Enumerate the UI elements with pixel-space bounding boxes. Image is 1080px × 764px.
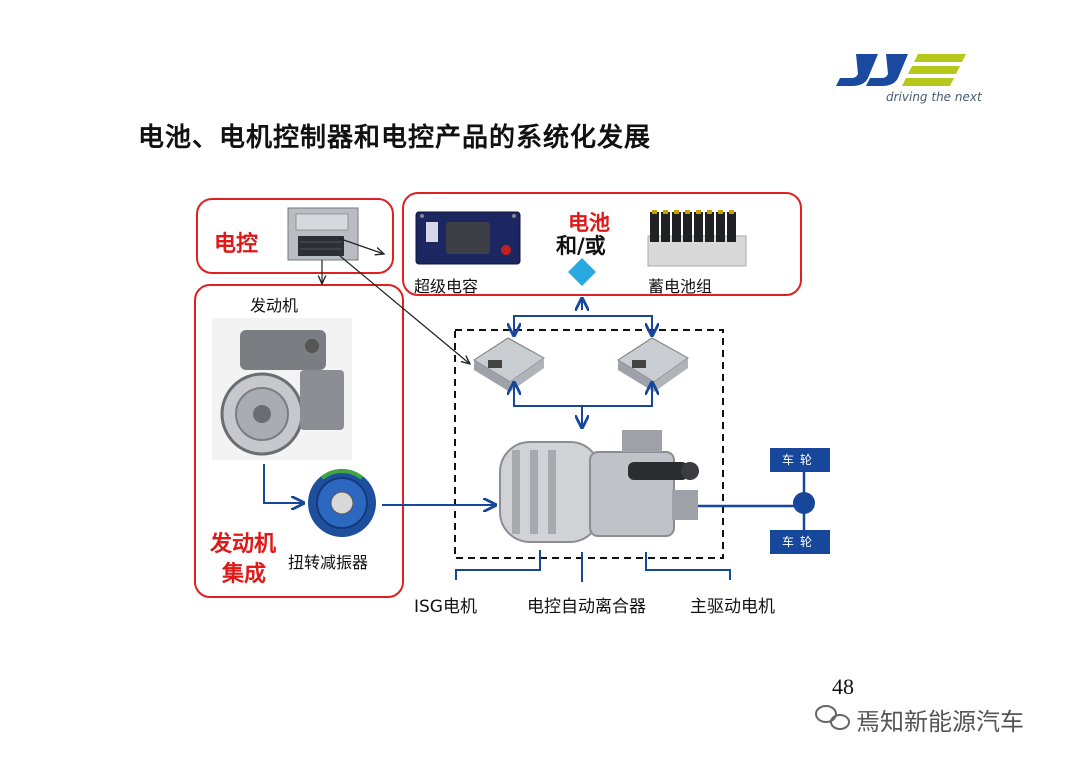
battery-pack-image [647, 210, 747, 267]
ecu-unit-image [287, 207, 359, 261]
engine-panel [194, 284, 404, 598]
electronic-clutch-label: 电控自动离合器 [527, 597, 646, 617]
torsional-damper-label: 扭转减振器 [288, 553, 369, 572]
main-drive-motor-label: 主驱动电机 [690, 597, 775, 617]
wheel-top-box: 车轮 [770, 448, 830, 472]
supercapacitor-label: 超级电容 [414, 277, 479, 296]
engine-integration-label-line1: 发动机 [210, 532, 277, 557]
battery-panel [402, 192, 802, 296]
page-title: 电池、电机控制器和电控产品的系统化发展 [138, 123, 652, 153]
wheel-bottom-box: 车轮 [770, 530, 830, 554]
battery-pack-label: 蓄电池组 [648, 277, 713, 296]
and-or-label: 和/或 [556, 234, 606, 258]
watermark-text: 焉知新能源汽车 [856, 708, 1024, 736]
drive-unit-image [499, 430, 699, 543]
motor-controller-right-image [617, 337, 689, 392]
page-number: 48 [832, 674, 854, 699]
engine-label: 发动机 [250, 296, 299, 315]
supercapacitor-image [415, 211, 521, 265]
battery-label: 电池 [568, 211, 610, 235]
logo-tagline: driving the next [886, 90, 982, 104]
isg-motor-label: ISG电机 [414, 597, 477, 617]
ecu-label: 电控 [214, 232, 259, 257]
engine-integration-label-line2: 集成 [222, 562, 267, 587]
or-diamond-icon [568, 258, 596, 286]
torsional-damper-image [308, 468, 376, 537]
axle-node-icon [793, 492, 815, 514]
ecu-panel [196, 198, 394, 274]
motor-controller-left-image [473, 337, 545, 392]
engine-image [212, 318, 352, 460]
